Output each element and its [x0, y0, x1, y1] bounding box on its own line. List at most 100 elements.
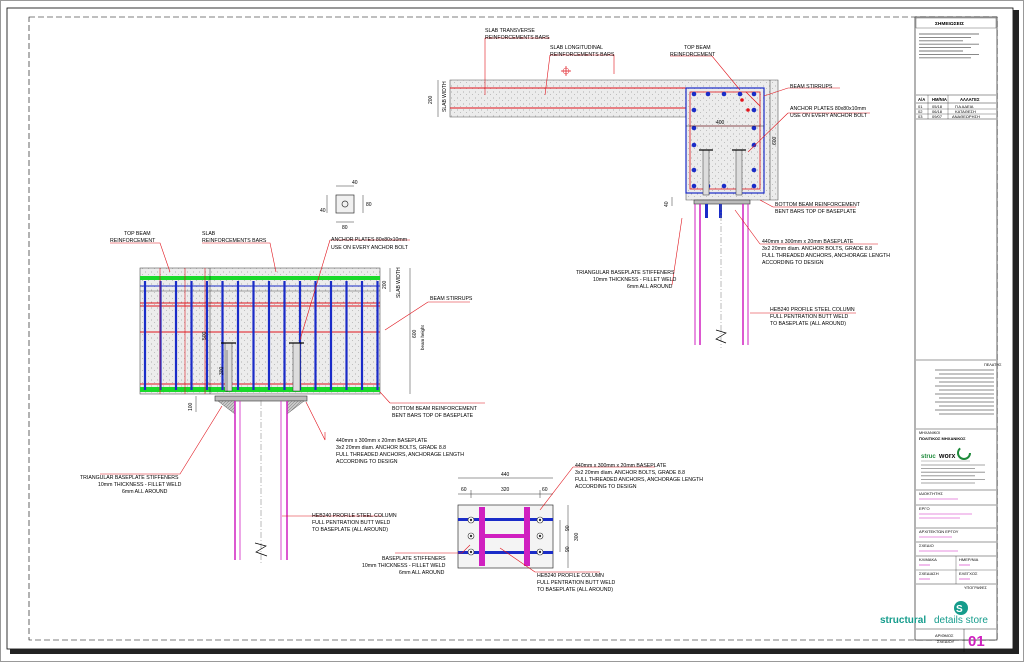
- plan-column-web: [485, 534, 524, 538]
- left-bottom-beam-label-1: BOTTOM BEAM REINFORCEMENT: [392, 406, 478, 412]
- plan-bolt-core: [538, 534, 542, 538]
- right-anchor-plates-label-2: USE ON EVERY ANCHOR BOLT: [790, 113, 868, 119]
- left-top-beam-label-2: REINFORCEMENT: [110, 238, 156, 244]
- right-dim-600: 600: [772, 136, 778, 145]
- architect-label: ΑΡΧΙΤΕΚΤΩΝ ΕΡΓΟΥ: [919, 529, 959, 534]
- right-section: 200 SLAB WIDTH 400 600 40 SLAB TRANSVERS…: [428, 28, 891, 348]
- store-brand: S structural details store: [880, 601, 988, 626]
- engineers-label: ΜΗΧΑΝΙΚΟΙ: [919, 431, 940, 435]
- right-dim-40: 40: [664, 201, 670, 207]
- right-stiffener-a: [705, 204, 708, 218]
- right-anchor-bolt-1: [702, 149, 710, 196]
- plan-dim-300: 300: [574, 532, 580, 541]
- revision-header-no: Α/Α: [918, 97, 925, 102]
- left-column-label-2: FULL PENTRATION BUTT WELD: [312, 520, 391, 526]
- left-dim-600: 600: [412, 329, 418, 338]
- left-column-break: [254, 542, 268, 557]
- left-slab-width: SLAB WIDTH: [396, 267, 402, 298]
- revision-row-3-change: ΑΝΑΘΕΩΡΗΣΗ: [952, 114, 980, 119]
- left-elevation: 200 SLAB WIDTH 600 beam height 500 300 1…: [80, 231, 485, 565]
- right-slab-longitudinal-label-2: REINFORCEMENTS BARS: [550, 52, 615, 58]
- svg-text:440mm x 300mm x 20mm BASEPLATE: 440mm x 300mm x 20mm BASEPLATE 3x2 20mm …: [362, 463, 704, 593]
- right-baseplate-label-1: 440mm x 300mm x 20mm BASEPLATE: [762, 239, 854, 245]
- left-baseplate-label-3: FULL THREADED ANCHORS, ANCHORAGE LENGTH: [336, 452, 464, 458]
- right-bottom-beam-label-1: BOTTOM BEAM REINFORCEMENT: [775, 202, 861, 208]
- left-bottom-beam-label-2: BENT BARS TOP OF BASEPLATE: [392, 413, 474, 419]
- left-dim-300: 300: [219, 366, 225, 375]
- plan-column-label-2: FULL PENTRATION BUTT WELD: [537, 580, 616, 586]
- anchor-plate-dim-80-bottom: 80: [342, 225, 348, 231]
- left-slab-label-2: REINFORCEMENTS BARS: [202, 238, 267, 244]
- date-label: ΗΜΕΡ/ΝΙΑ: [959, 557, 979, 562]
- title-block: ΣΗΜΕΙΩΣΕΙΣ Α/Α ΗΜ/ΝΙΑ ΑΛΛΑΓΕΣ 01 05/18 Γ…: [880, 16, 1002, 652]
- right-stiffeners-label-2: 10mm THICKNESS - FILLET WELD: [593, 277, 677, 283]
- right-stiffener-b: [719, 204, 722, 218]
- right-baseplate-label-4: ACCORDING TO DESIGN: [762, 260, 824, 266]
- left-beam-height: beam height: [420, 324, 425, 350]
- rebar-dot: [751, 142, 757, 148]
- plan-baseplate-label-2: 3x2 20mm diam. ANCHOR BOLTS, GRADE 8.8: [575, 470, 685, 476]
- engineer-address-lines: [921, 464, 985, 484]
- svg-text:S: S: [956, 604, 963, 615]
- rebar-dot: [751, 91, 757, 97]
- revisions-table: Α/Α ΗΜ/ΝΙΑ ΑΛΛΑΓΕΣ 01 05/18 ΓΙΑ ΑΔΕΙΑ 02…: [916, 94, 996, 120]
- drawing-number-label-2: ΣΧΕΔΙΟΥ: [937, 639, 955, 644]
- baseplate-plan-view: 440 60 320 60 300 90 90 440mm x 300mm x …: [362, 463, 704, 593]
- left-bottom-bar: [140, 387, 380, 392]
- notes-text-lines: [919, 33, 979, 59]
- logo-accent-text: worx: [938, 453, 955, 460]
- svg-text:SLAB TRANSVERSE REINFORC: SLAB TRANSVERSE REINFORCEMENTS BARS SLAB…: [485, 28, 891, 327]
- revision-row-1-date: 05/18: [932, 104, 943, 109]
- plan-column-label-3: TO BASEPLATE (ALL AROUND): [537, 587, 613, 593]
- right-slab-transverse-label-2: REINFORCEMENTS BARS: [485, 35, 550, 41]
- drawing-number: 01: [968, 633, 985, 650]
- title-block-frame: [914, 16, 998, 641]
- revision-header-date: ΗΜ/ΝΙΑ: [932, 97, 947, 102]
- rebar-dot: [691, 142, 697, 148]
- rebar-dot: [751, 167, 757, 173]
- anchor-plate-dim-40-top: 40: [352, 180, 358, 186]
- left-column-label-3: TO BASEPLATE (ALL AROUND): [312, 527, 388, 533]
- notes-title: ΣΗΜΕΙΩΣΕΙΣ: [935, 21, 964, 27]
- owner-label: ΙΔΙΟΚΤΗΤΗΣ: [919, 491, 943, 496]
- right-column-label-2: FULL PENTRATION BUTT WELD: [770, 314, 849, 320]
- drawn-label: ΣΧΕΔΙΑΣΗ: [919, 571, 939, 576]
- sheet-shadow-right: [1013, 10, 1019, 654]
- signatures-label: ΥΠΟΓΡΑΦΕΣ: [964, 586, 988, 590]
- plan-stiffeners-label-3: 6mm ALL AROUND: [399, 570, 445, 576]
- left-top-beam-label-1: TOP BEAM: [124, 231, 151, 237]
- svg-text:01 05/18 ΓΙΑ Α: 01 05/18 ΓΙΑ ΑΔΕΙΑ 02 06/18 ΚΑΤΑΘΕΣΗ 03 …: [918, 104, 980, 119]
- revision-row-1-change: ΓΙΑ ΑΔΕΙΑ: [955, 104, 974, 109]
- right-column-label-3: TO BASEPLATE (ALL AROUND): [770, 321, 846, 327]
- client-label: ΠΕΛΑΤΗΣ: [984, 363, 1002, 367]
- revision-row-2-date: 06/18: [932, 109, 943, 114]
- plan-stiffeners-label-1: BASEPLATE STIFFENERS: [382, 556, 446, 562]
- anchor-plate-dim-80-right: 80: [366, 202, 372, 208]
- slab-rebar-dot: [746, 108, 750, 112]
- rebar-dot: [751, 183, 757, 189]
- right-baseplate-label-3: FULL THREADED ANCHORS, ANCHORAGE LENGTH: [762, 253, 890, 259]
- svg-text:Α/Α ΗΜ/ΝΙΑ ΑΛΛ: Α/Α ΗΜ/ΝΙΑ ΑΛΛΑΓΕΣ: [918, 97, 980, 102]
- right-slab-width: SLAB WIDTH: [442, 81, 448, 112]
- rebar-dot: [737, 91, 743, 97]
- left-anchor-bolt-2: [292, 342, 301, 392]
- revision-row-3-no: 03: [918, 114, 923, 119]
- right-baseplate-label-2: 3x2 20mm diam. ANCHOR BOLTS, GRADE 8.8: [762, 246, 872, 252]
- plan-baseplate-label-1: 440mm x 300mm x 20mm BASEPLATE: [575, 463, 667, 469]
- left-beam-concrete: [139, 267, 381, 395]
- revision-row-3-date: 09/07: [932, 114, 943, 119]
- plan-column-label-1: HEB240 PROFILE COLUMN: [537, 573, 604, 579]
- left-column-label-1: HEB240 PROFILE STEEL COLUMN: [312, 513, 397, 519]
- left-beam-stirrups-label: BEAM STIRRUPS: [430, 296, 473, 302]
- left-slab-label-1: SLAB: [202, 231, 216, 237]
- rebar-dot: [721, 183, 727, 189]
- left-dim-200: 200: [382, 280, 388, 289]
- drawing-label: ΣΧΕΔΙΟ: [919, 543, 934, 548]
- plan-bolt-core: [469, 550, 473, 554]
- revision-row-2-change: ΚΑΤΑΘΕΣΗ: [955, 109, 976, 114]
- right-stirrup-outer: [685, 87, 765, 194]
- svg-text:ΑΡΙΘΜΟΣ ΣΧΕΔΙΟΥ: ΑΡΙΘΜΟΣ ΣΧΕΔΙΟΥ: [935, 633, 955, 644]
- project-label: ΕΡΓΟ: [919, 506, 930, 511]
- svg-text:TOP BEAM REINFORCEMENT: TOP BEAM REINFORCEMENT SLAB REINFORCEMEN…: [80, 231, 478, 533]
- right-slab-transverse-label-1: SLAB TRANSVERSE: [485, 28, 535, 34]
